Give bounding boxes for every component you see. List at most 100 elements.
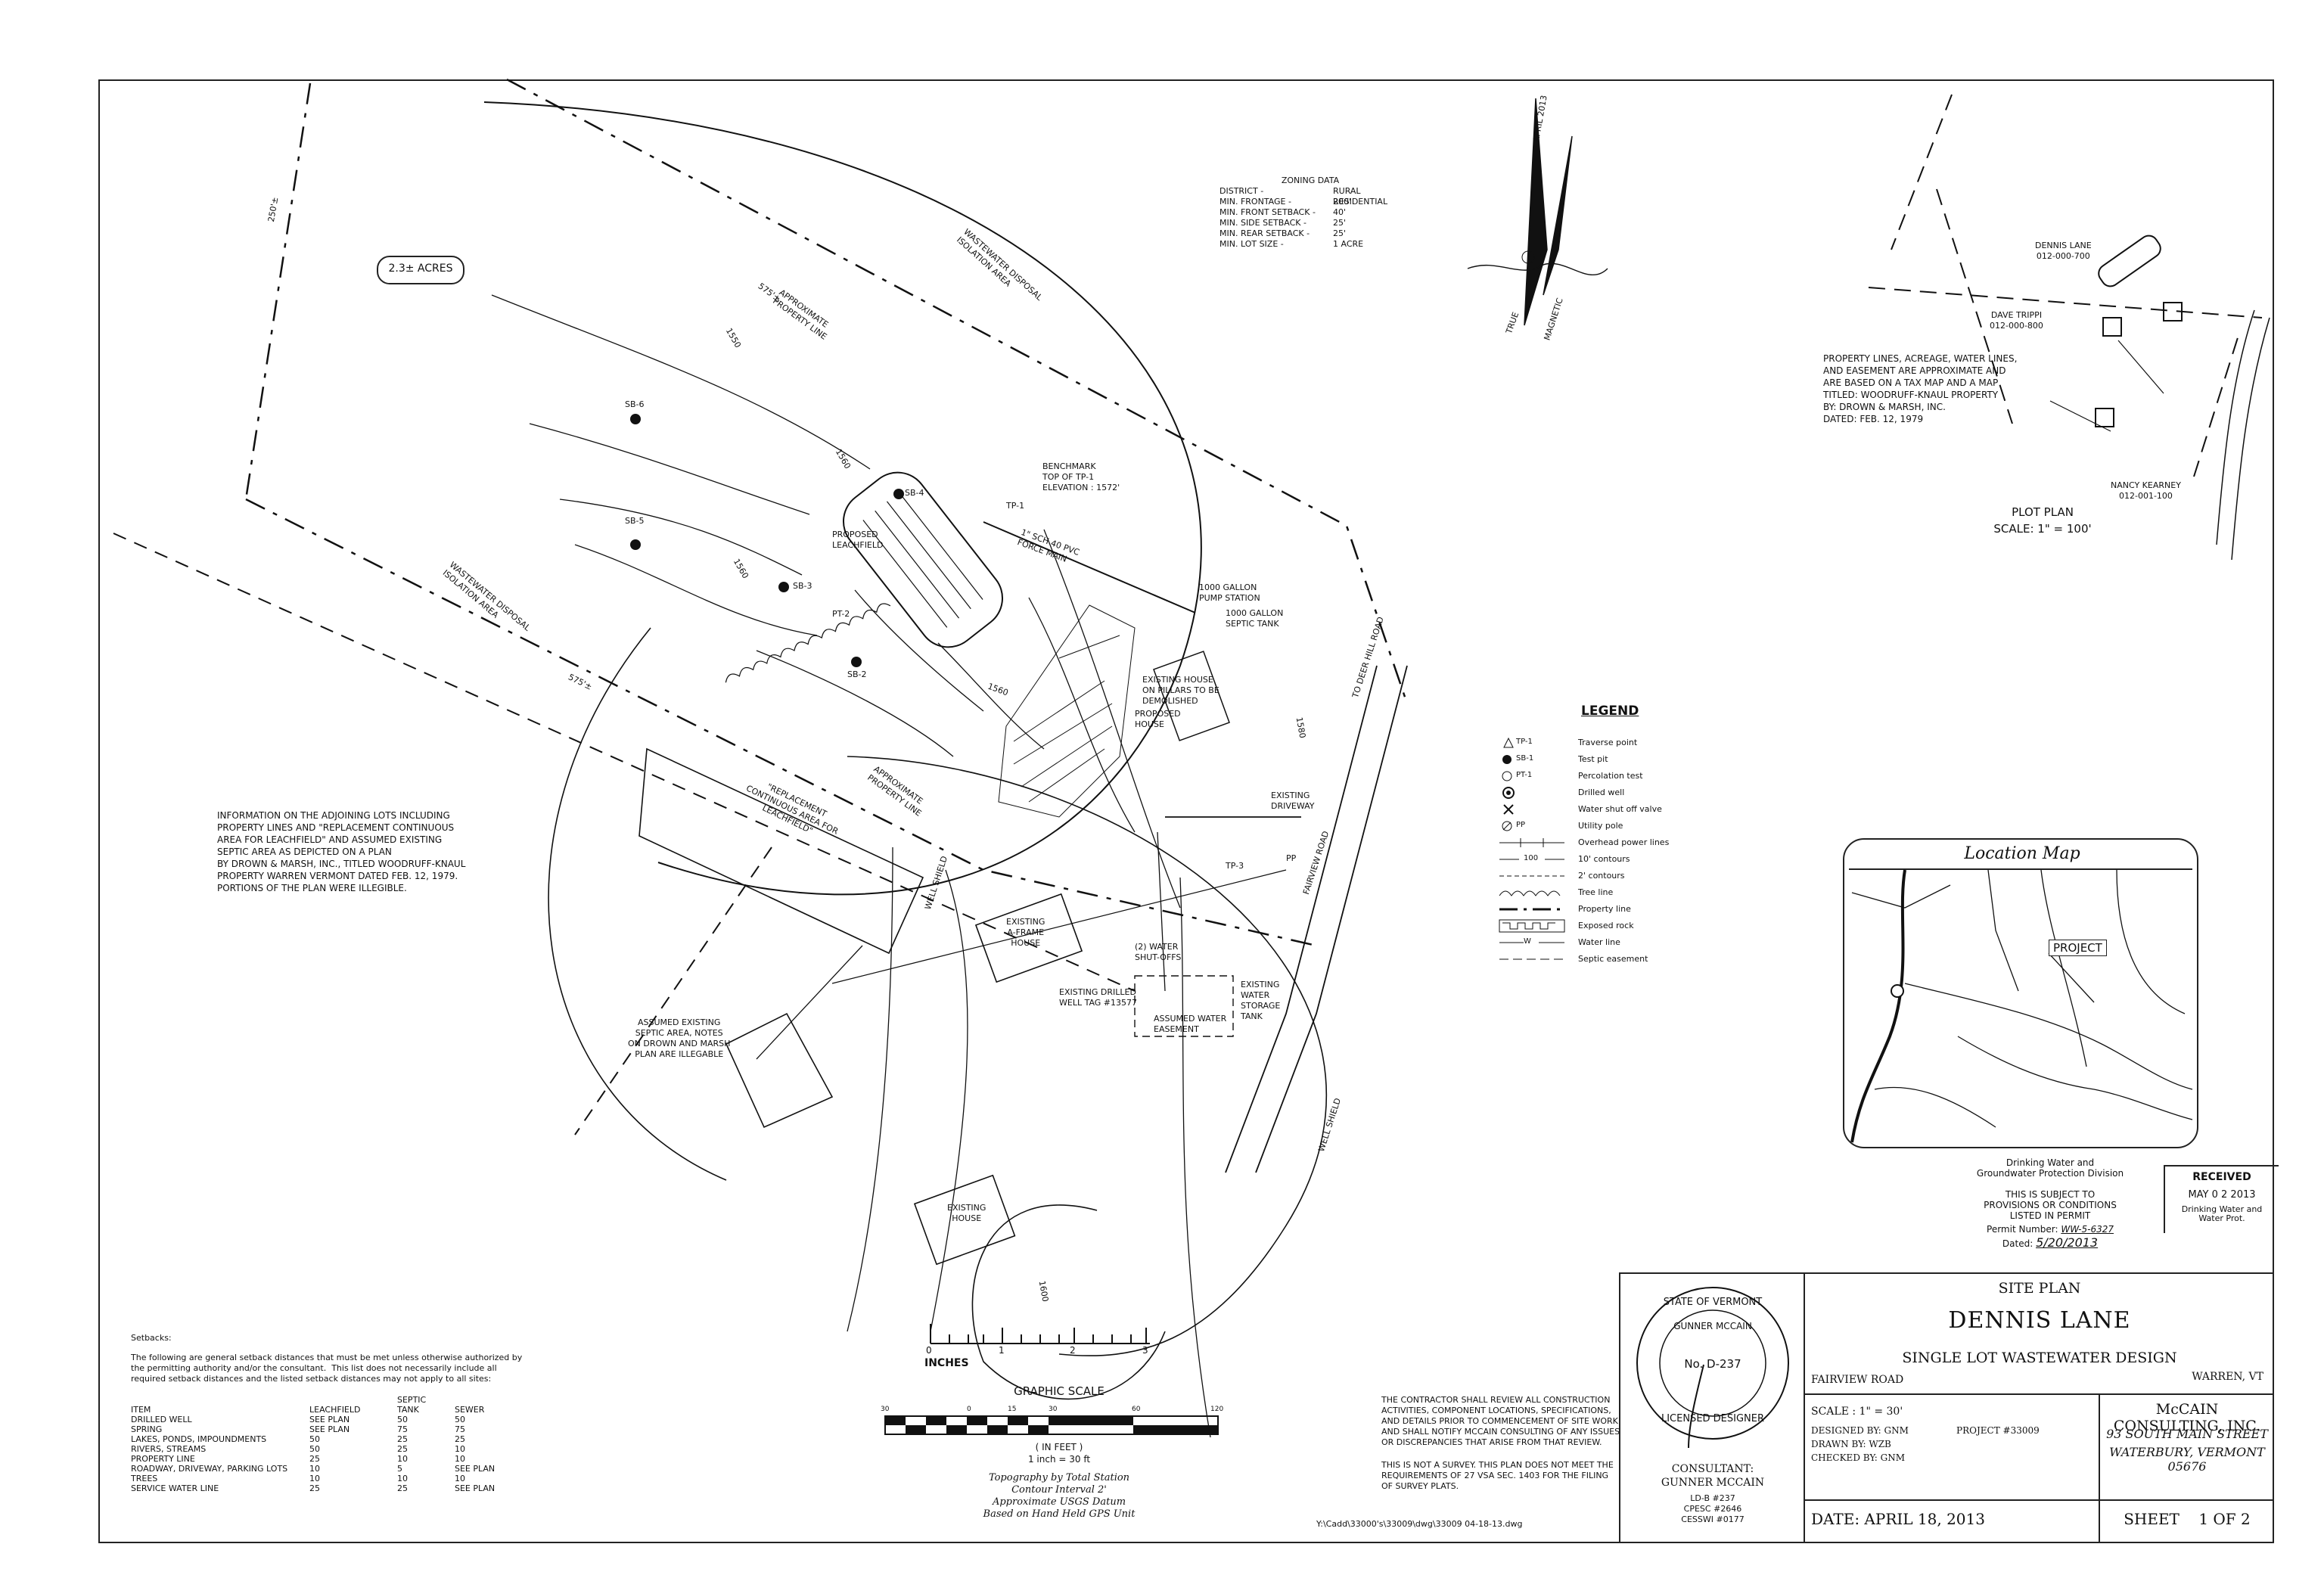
zoning-row-label: DISTRICT - [1219, 186, 1264, 196]
setbacks-cell: 50 [309, 1444, 320, 1454]
permit-dated: 5/20/2013 [2036, 1235, 2099, 1250]
title-block: STATE OF VERMONT GUNNER MCCAIN No. D-237… [1619, 1272, 2274, 1543]
north-arrow-icon [1467, 98, 1608, 326]
water-easement [1134, 975, 1234, 1037]
legend-symbol-icon [1498, 868, 1566, 884]
legend-label: Overhead power lines [1578, 837, 1670, 847]
zoning-row-label: MIN. SIDE SETBACK - [1219, 218, 1306, 228]
label-existing-driveway: EXISTING DRIVEWAY [1271, 791, 1315, 811]
zoning-row: MIN. LOT SIZE - 1 ACRE [1219, 239, 1401, 250]
stamp-org: Drinking Water and Water Prot. [2181, 1204, 2263, 1223]
legend-symbol-icon [1498, 835, 1566, 850]
consultant-label: CONSULTANT: [1671, 1463, 1754, 1475]
legend-label: Exposed rock [1578, 921, 1634, 930]
graphic-scale-unit: ( IN FEET ) [1035, 1442, 1083, 1452]
label-benchmark: BENCHMARK TOP OF TP-1 ELEVATION : 1572' [1042, 461, 1120, 492]
setbacks-cell: 50 [455, 1415, 465, 1424]
legend-label: Water shut off valve [1578, 804, 1662, 814]
scale-tick-0: 0 [967, 1406, 971, 1413]
label-sb3: SB-3 [793, 581, 812, 591]
setbacks-cell: DRILLED WELL [131, 1415, 192, 1424]
plot-lot-dave: DAVE TRIPPI 012-000-800 [1990, 310, 2043, 331]
test-pits [630, 414, 904, 667]
setbacks-cell: ROADWAY, DRIVEWAY, PARKING LOTS [131, 1464, 288, 1474]
well-shield-arc-1 [548, 627, 727, 1181]
permit-number: WW-5-6327 [2061, 1224, 2114, 1235]
project-town: WARREN, VT [2192, 1371, 2263, 1383]
legend-symbol-icon: TP-1 [1498, 735, 1566, 750]
replacement-area-box [638, 747, 924, 955]
label-pp: PP [1286, 853, 1297, 863]
label-assumed-septic: ASSUMED EXISTING SEPTIC AREA, NOTES ON D… [628, 1017, 731, 1059]
setbacks-cell: SEE PLAN [455, 1483, 496, 1493]
consultant-credentials: LD-B #237 CPESC #2646 CESSWI #0177 [1681, 1493, 1745, 1524]
permit-subject: THIS IS SUBJECT TO PROVISIONS OR CONDITI… [1984, 1189, 2117, 1221]
label-aframe-house: EXISTING A-FRAME HOUSE [1006, 917, 1045, 948]
legend-label: 2' contours [1578, 871, 1625, 881]
firm-name: McCAIN CONSULTING, INC. [2113, 1401, 2261, 1434]
setbacks-cell: 25 [455, 1434, 465, 1444]
setbacks-cell: 25 [309, 1454, 320, 1464]
legend-label: 10' contours [1578, 854, 1630, 864]
zoning-row: MIN. REAR SETBACK -25' [1219, 228, 1401, 239]
plot-lot-dennis: DENNIS LANE 012-000-700 [2035, 241, 2092, 261]
setbacks-cell: RIVERS, STREAMS [131, 1444, 207, 1454]
label-proposed-house: PROPOSED HOUSE [1135, 709, 1181, 729]
setbacks-cell: 10 [309, 1464, 320, 1474]
legend-symbol-icon [1498, 802, 1566, 817]
graphic-scale-ticks: 30 0 15 30 60 120 [878, 1406, 1233, 1415]
legend-label: Traverse point [1578, 738, 1638, 747]
setbacks-cell: 25 [397, 1434, 408, 1444]
firm-address-2: WATERBURY, VERMONT 05676 [2109, 1445, 2265, 1474]
legend-symbol-text: 100 [1524, 854, 1539, 862]
inch-tick-2: 2 [1070, 1345, 1076, 1356]
setbacks-cell: 75 [455, 1424, 465, 1434]
label-existing-house-pillars: EXISTING HOUSE ON PILLARS TO BE DEMOLISH… [1142, 675, 1219, 706]
label-pt2: PT-2 [832, 609, 850, 619]
legend-label: Utility pole [1578, 821, 1623, 831]
legend-title: LEGEND [1581, 704, 1639, 719]
label-water-shutoffs: (2) WATER SHUT-OFFS [1135, 942, 1182, 962]
zoning-row: DISTRICT -RURAL RESIDENTIAL [1219, 186, 1401, 207]
location-map: Location Map PROJECT [1843, 838, 2198, 1148]
inch-tick-3: 3 [1142, 1345, 1148, 1356]
location-map-roads [1850, 869, 2193, 1143]
setbacks-cell: 25 [309, 1483, 320, 1493]
tree-line [725, 603, 891, 683]
plot-lot-nancy: NANCY KEARNEY 012-001-100 [2111, 480, 2181, 501]
permit-number-label: Permit Number: [1987, 1224, 2058, 1235]
label-sb6: SB-6 [625, 399, 645, 409]
zoning-row-label: MIN. LOT SIZE - [1219, 239, 1284, 249]
scale-tick-60: 60 [1132, 1406, 1141, 1413]
scale-tick-30-neg: 30 [881, 1406, 890, 1413]
well-shield-arc-2 [847, 756, 1327, 1356]
location-map-frame [1849, 868, 2192, 1144]
designed-by: DESIGNED BY: GNM [1811, 1425, 1909, 1436]
setbacks-cell: 50 [397, 1415, 408, 1424]
zoning-row-value: 1 ACRE [1333, 239, 1364, 249]
label-septic-tank: 1000 GALLON SEPTIC TANK [1226, 608, 1284, 629]
sheet-border [98, 79, 2274, 1543]
seal-number: No. D-237 [1684, 1357, 1741, 1371]
zoning-row: MIN. FRONTAGE -200' [1219, 197, 1401, 207]
scale-tick-15: 15 [1008, 1406, 1017, 1413]
setbacks-cell: SPRING [131, 1424, 163, 1434]
permit-block: Drinking Water and Groundwater Protectio… [1937, 1157, 2164, 1249]
zoning-row-label: MIN. REAR SETBACK - [1219, 228, 1310, 238]
zoning-row-value: 25' [1333, 218, 1347, 228]
setbacks-header: SEPTIC TANK [397, 1395, 427, 1415]
permit-division: Drinking Water and Groundwater Protectio… [1976, 1157, 2124, 1179]
sheet-number: SHEET 1 OF 2 [2124, 1510, 2251, 1528]
label-tp3: TP-3 [1226, 861, 1244, 871]
scale-tick-120: 120 [1210, 1406, 1224, 1413]
existing-house-on-pillars [1153, 651, 1230, 741]
adjoining-lots-note: INFORMATION ON THE ADJOINING LOTS INCLUD… [217, 810, 466, 893]
setbacks-cell: LAKES, PONDS, IMPOUNDMENTS [131, 1434, 267, 1444]
